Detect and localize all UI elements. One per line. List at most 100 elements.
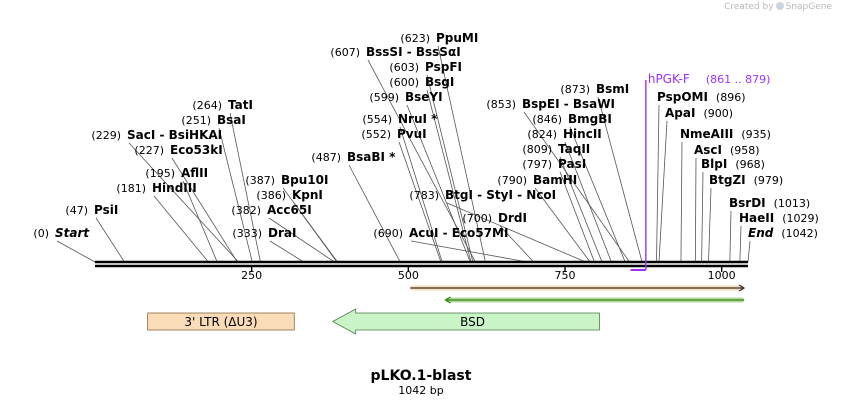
site-line-bsai (218, 127, 253, 263)
site-pos-start: (0) (33, 227, 49, 240)
site-line-btgzi (708, 187, 712, 263)
site-pos-pspomi: (896) (716, 91, 746, 104)
site-pos-bseyi: (599) (369, 91, 399, 104)
ruler-label-750: 750 (555, 269, 576, 282)
site-line-bsrdi (729, 210, 732, 263)
site-line-asci (694, 157, 697, 263)
site-pos-bsabi: (487) (311, 151, 341, 164)
site-label-psii: PsiI (94, 203, 118, 217)
site-pos-bsrdi: (1013) (774, 197, 811, 210)
site-line-taqii (559, 156, 603, 263)
site-label-bsrdi: BsrDI (729, 196, 766, 210)
site-pos-drai: (333) (232, 227, 262, 240)
site-pos-taqii: (809) (522, 143, 552, 156)
feature-ltr (147, 312, 295, 331)
site-pos-acc65i: (382) (231, 204, 261, 217)
site-labels: Start(0)PsiI(47)HindIII(181)AflII(195)Ec… (33, 31, 818, 240)
site-label-pspfi: PspFI (425, 60, 462, 74)
primer-name: hPGK-F (648, 72, 690, 86)
site-label-blpi: BlpI (701, 157, 727, 171)
site-label-nmeaiii: NmeAIII (680, 127, 733, 141)
site-pos-bsai: (251) (181, 114, 211, 127)
site-pos-bsmi: (873) (560, 83, 590, 96)
site-line-bpu10i (282, 187, 338, 263)
site-label-bsgi: BsgI (425, 75, 454, 89)
site-pos-apai: (900) (703, 107, 733, 120)
site-pos-pvui: (552) (361, 128, 391, 141)
site-pos-kpni: (386) (256, 189, 286, 202)
site-pos-nmeaiii: (935) (741, 128, 771, 141)
site-label-acui-eco57mi: AcuI - Eco57MI (409, 226, 508, 240)
site-label-bsmi: BsmI (596, 82, 629, 96)
site-pos-bamhi: (790) (497, 174, 527, 187)
site-label-drai: DraI (268, 226, 296, 240)
site-pos-haeii: (1029) (782, 212, 819, 225)
site-label-pspomi: PspOMI (657, 90, 708, 104)
features: 3' LTR (ΔU3)BSD (147, 308, 600, 335)
feature-tracks (410, 284, 746, 304)
site-label-btgzi: BtgZI (709, 173, 746, 187)
site-lines (56, 45, 751, 263)
site-line-nrui (399, 126, 443, 263)
site-label-pasi: PasI (558, 157, 586, 171)
site-label-hincii: HincII (563, 127, 602, 141)
site-pos-drdi: (700) (462, 212, 492, 225)
site-line-hincii (564, 141, 612, 263)
site-pos-bspei-bsawi: (853) (486, 98, 516, 111)
site-pos-btgzi: (979) (754, 174, 784, 187)
site-line-bmgbi (569, 126, 626, 263)
site-line-drdi (499, 225, 534, 263)
site-label-saci-bsihkai: SacI - BsiHKAI (127, 128, 222, 142)
site-label-taqii: TaqII (558, 142, 590, 156)
site-line-bamhi (534, 187, 591, 263)
site-line-btgi-styi-ncoi (446, 202, 586, 263)
site-line-saci-bsihkai (128, 142, 239, 263)
site-label-nrui: NruI * (398, 112, 438, 126)
site-pos-btgi-styi-ncoi: (783) (409, 189, 439, 202)
site-pos-hindiii: (181) (116, 182, 146, 195)
ruler-label-250: 250 (241, 269, 262, 282)
site-pos-pasi: (797) (522, 158, 552, 171)
site-pos-end: (1042) (781, 227, 818, 240)
site-line-bsabi (348, 164, 401, 263)
site-line-pasi (559, 171, 595, 263)
site-label-tati: TatI (228, 98, 253, 112)
site-line-bseyi (406, 104, 471, 263)
site-pos-acui-eco57mi: (690) (373, 227, 403, 240)
site-line-ppumi (437, 45, 486, 263)
site-label-end: End (748, 226, 774, 240)
plasmid-size: 1042 bp (398, 384, 443, 397)
site-line-hindiii (153, 195, 209, 263)
site-pos-bsgi: (600) (389, 76, 419, 89)
snapgene-logo-icon (775, 2, 784, 10)
site-pos-blpi: (968) (735, 158, 765, 171)
site-label-kpni: KpnI (292, 188, 323, 202)
site-line-pvui (398, 141, 442, 263)
site-label-apai: ApaI (665, 106, 695, 120)
site-pos-pspfi: (603) (389, 61, 419, 74)
ruler-label-500: 500 (398, 269, 419, 282)
site-pos-nrui: (554) (362, 113, 392, 126)
site-line-acui-eco57mi (410, 240, 528, 263)
site-line-pspomi (656, 104, 660, 263)
site-label-bamhi: BamHI (533, 173, 577, 187)
site-label-ppumi: PpuMI (436, 31, 478, 45)
feature-bsd-arrow (331, 308, 600, 335)
site-pos-eco53ki: (227) (134, 144, 164, 157)
track-forward-arrowhead (738, 284, 746, 292)
site-pos-bmgbi: (846) (532, 113, 562, 126)
site-label-bsabi: BsaBI * (347, 150, 396, 164)
site-label-eco53ki: Eco53kI (170, 143, 223, 157)
site-line-blpi (701, 171, 704, 263)
site-pos-asci: (958) (730, 144, 760, 157)
site-pos-bsssi-bsss-i: (607) (330, 46, 360, 59)
site-pos-aflii: (195) (145, 167, 175, 180)
site-label-btgi-styi-ncoi: BtgI - StyI - NcoI (445, 188, 556, 202)
primer-range: (861 .. 879) (706, 73, 771, 86)
site-label-acc65i: Acc65I (267, 203, 312, 217)
site-line-psii (95, 217, 125, 263)
site-line-pspfi (426, 74, 474, 263)
